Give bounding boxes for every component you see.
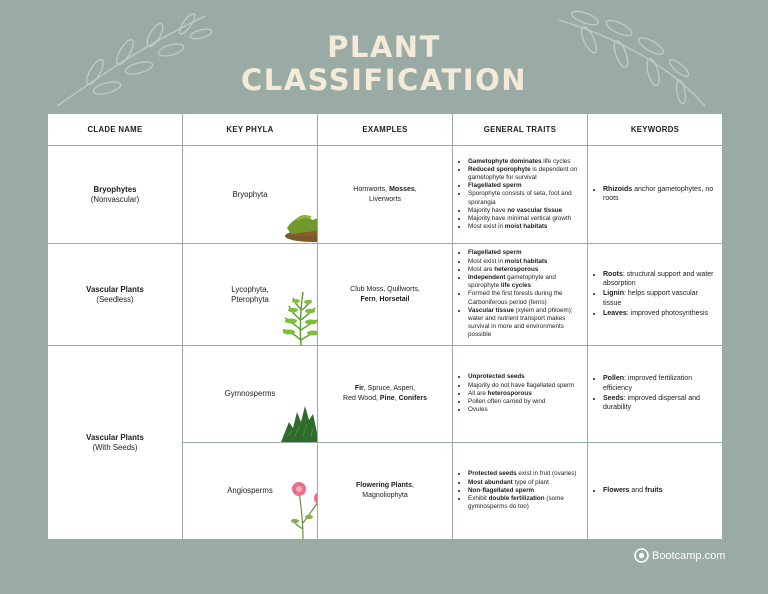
header-examples: EXAMPLES (318, 114, 452, 145)
traits-seedless: Flagellated sperm Most exist in moist ha… (453, 244, 587, 345)
list-item: Protected seeds exist in fruit (ovaries) (468, 470, 581, 478)
brand-link[interactable]: Bootcamp.com (634, 548, 725, 563)
list-item: Reduced sporophyte is dependent on gamet… (468, 166, 581, 182)
list-item: Most are heterosporous (468, 266, 581, 274)
list-item: Majority do not have flagellated sperm (468, 382, 574, 390)
list-item: Formed the first forests during the Carb… (468, 290, 581, 306)
leaf-sprig-right-icon (558, 10, 706, 107)
fern-icon (282, 291, 317, 345)
traits-angiosperms: Protected seeds exist in fruit (ovaries)… (453, 443, 587, 539)
list-item: Flagellated sperm (468, 182, 581, 190)
brand-name: Bootcamp.com (652, 549, 726, 562)
bootcamp-logo-icon (634, 548, 649, 563)
list-item: Gametophyte dominates life cycles (468, 158, 581, 166)
flower-icon (291, 482, 317, 539)
list-item: Ovules (468, 406, 574, 414)
examples-gymnosperms: Fir, Spruce, Aspen,Red Wood, Pine, Conif… (318, 346, 452, 442)
list-item: Flowers and fruits (603, 486, 663, 495)
keywords-angiosperms: Flowers and fruits (588, 443, 722, 539)
leaf-sprig-left-icon (56, 13, 213, 107)
list-item: Most exist in moist habitats (468, 258, 581, 266)
phyla-bryophyta: Bryophyta (183, 146, 317, 243)
list-item: Most abundant type of plant (468, 479, 581, 487)
list-item: Most exist in moist habitats (468, 223, 581, 231)
list-item: All are heterosporous (468, 390, 574, 398)
keywords-seedless: Roots: structural support and water abso… (588, 244, 722, 345)
phyla-gymnosperms: Gymnosperms (183, 346, 317, 442)
page-title: PLANT CLASSIFICATION (240, 30, 528, 97)
header-keywords: KEYWORDS (588, 114, 722, 145)
classification-table: CLADE NAME KEY PHYLA EXAMPLES GENERAL TR… (47, 113, 722, 543)
list-item: Flagellated sperm (468, 249, 581, 257)
list-item: Non-flagellated sperm (468, 487, 581, 495)
list-item: Vascular tissue (xylem and phloem); wate… (468, 307, 581, 340)
phyla-angiosperms: Angiosperms (183, 443, 317, 539)
list-item: Lignin: helps support vascular tissue (603, 289, 716, 308)
list-item: Unprotected seeds (468, 373, 574, 381)
traits-gymnosperms: Unprotected seeds Majority do not have f… (453, 346, 587, 442)
examples-seedless: Club Moss, Quillworts,Fern, Horsetail (318, 244, 452, 345)
list-item: Seeds: improved dispersal and durability (603, 394, 716, 413)
list-item: Rhizoids anchor gametophytes, no roots (603, 185, 716, 204)
clade-vascular-seeds: Vascular Plants(With Seeds) (48, 346, 182, 539)
list-item: Leaves: improved photosynthesis (603, 309, 716, 318)
list-item: Pollen: improved fertilization efficienc… (603, 374, 716, 393)
list-item: Roots: structural support and water abso… (603, 270, 716, 289)
list-item: Pollen often carried by wind (468, 398, 574, 406)
clade-bryophytes: Bryophytes(Nonvascular) (48, 146, 182, 243)
list-item: Majority have minimal vertical growth (468, 215, 581, 223)
header-key-phyla: KEY PHYLA (183, 114, 317, 145)
conifer-branch-icon (281, 406, 317, 442)
clade-vascular-seedless: Vascular Plants(Seedless) (48, 244, 182, 345)
phyla-lycophyta-pterophyta: Lycophyta,Pterophyta (183, 244, 317, 345)
header-clade-name: CLADE NAME (48, 114, 182, 145)
list-item: Exhibit double fertilization (some gymno… (468, 495, 581, 511)
examples-angiosperms: Flowering Plants,Magnoliophyta (318, 443, 452, 539)
moss-log-icon (285, 214, 317, 242)
keywords-gymnosperms: Pollen: improved fertilization efficienc… (588, 346, 722, 442)
examples-bryophytes: Hornworts, Mosses,Liverworts (318, 146, 452, 243)
keywords-bryophytes: Rhizoids anchor gametophytes, no roots (588, 146, 722, 243)
traits-bryophytes: Gametophyte dominates life cycles Reduce… (453, 146, 587, 243)
list-item: Majority have no vascular tissue (468, 207, 581, 215)
list-item: Independent gametophyte and sporophyte l… (468, 274, 581, 290)
header-general-traits: GENERAL TRAITS (453, 114, 587, 145)
list-item: Sporophyte consists of seta, foot and sp… (468, 190, 581, 206)
